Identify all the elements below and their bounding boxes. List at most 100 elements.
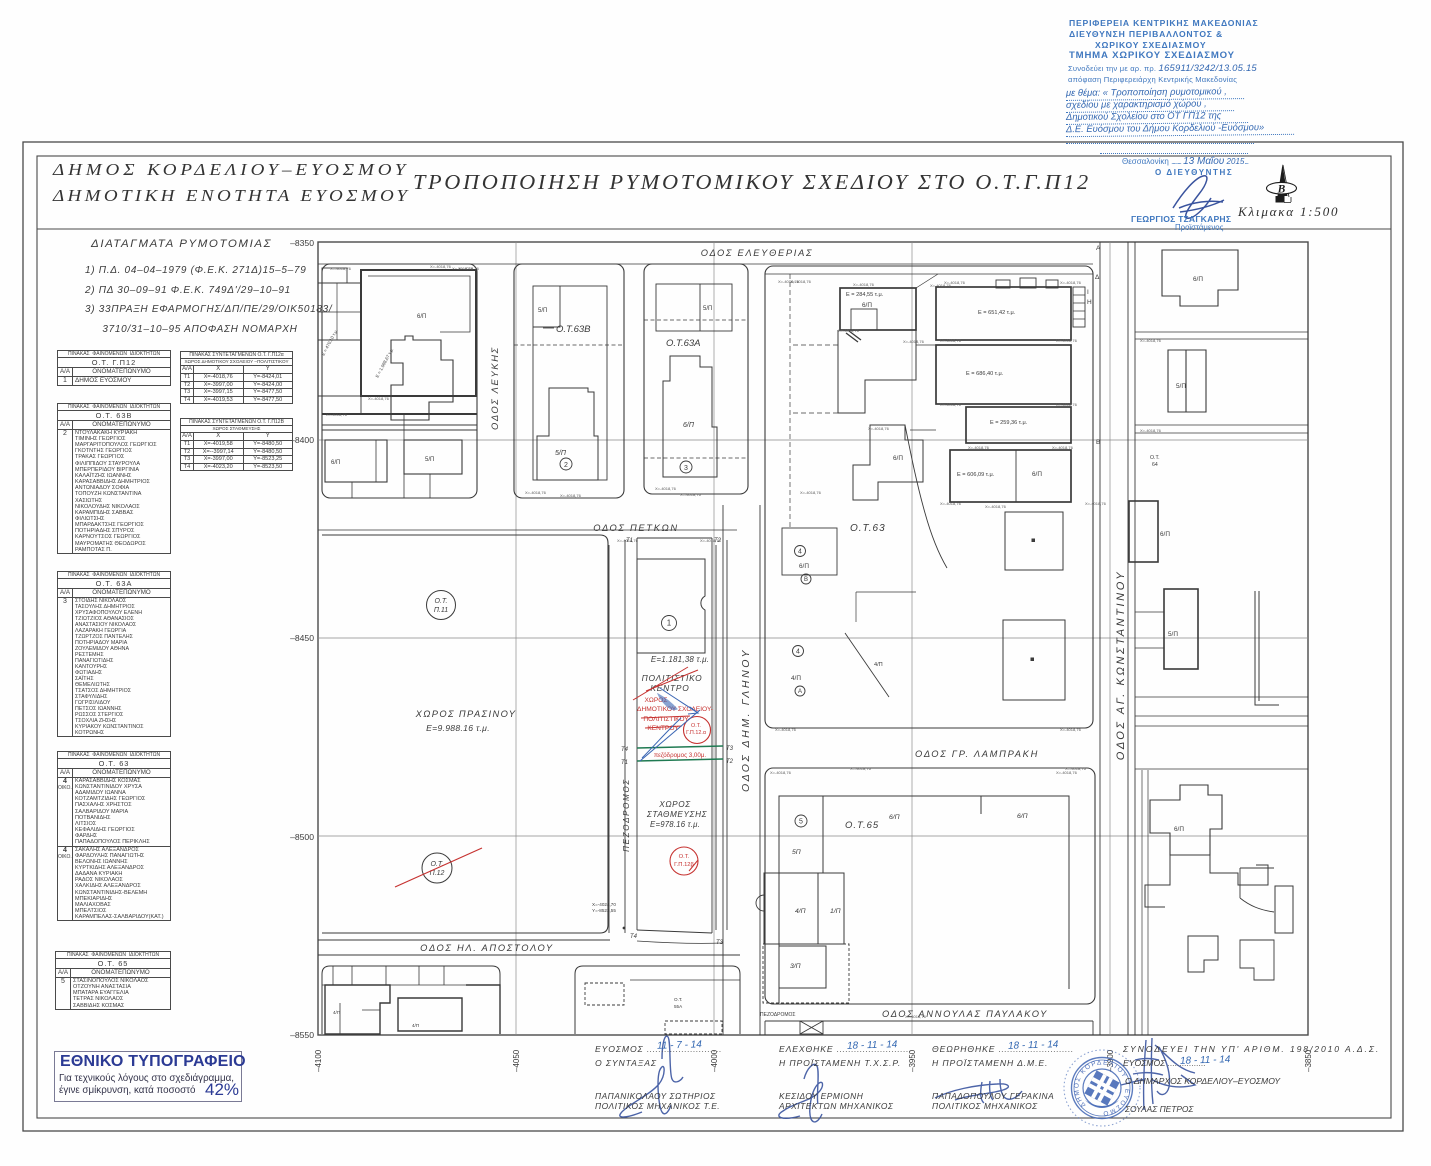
- svg-text:–8550: –8550: [290, 1030, 314, 1040]
- svg-text:Β: Β: [1277, 183, 1286, 195]
- svg-text:Χ=-4018,76: Χ=-4018,76: [700, 538, 722, 543]
- svg-text:ΟΔΟΣ ΠΕΤΚΩΝ: ΟΔΟΣ ΠΕΤΚΩΝ: [593, 523, 679, 533]
- svg-text:Χ=-4018,76: Χ=-4018,76: [368, 396, 390, 401]
- svg-text:Χ=-4018,76: Χ=-4018,76: [1140, 428, 1162, 433]
- svg-text:Χ=-4018,76: Χ=-4018,76: [940, 338, 962, 343]
- svg-text:ΟΔΟΣ ΛΕΥΚΗΣ: ΟΔΟΣ ΛΕΥΚΗΣ: [490, 346, 500, 430]
- svg-text:Χ=-4018,76: Χ=-4018,76: [850, 766, 872, 771]
- svg-text:Ο.Τ.: Ο.Τ.: [431, 861, 444, 868]
- svg-text:6/Π: 6/Π: [889, 814, 900, 821]
- svg-text:Χ=-4018,76: Χ=-4018,76: [940, 501, 962, 506]
- svg-text:–8450: –8450: [290, 633, 314, 643]
- svg-text:Τ4: Τ4: [621, 747, 629, 753]
- svg-text:Τ2: Τ2: [714, 538, 722, 544]
- svg-text:6/Π: 6/Π: [417, 314, 426, 320]
- svg-text:Α: Α: [798, 689, 802, 695]
- svg-text:Ε=1.181,38 τ.μ.: Ε=1.181,38 τ.μ.: [651, 655, 709, 664]
- svg-text:Χ=-4018,76: Χ=-4018,76: [790, 279, 812, 284]
- svg-text:Τ4: Τ4: [630, 934, 638, 940]
- svg-text:6/Π: 6/Π: [1174, 826, 1184, 833]
- svg-text:–8400: –8400: [290, 435, 314, 445]
- svg-text:Δ: Δ: [1095, 274, 1100, 281]
- svg-text:Χ=-4018,76: Χ=-4018,76: [1056, 770, 1078, 775]
- svg-text:Ε = 651,42 τ.μ.: Ε = 651,42 τ.μ.: [978, 310, 1016, 316]
- svg-text:Α: Α: [1096, 245, 1101, 252]
- svg-text:ΚΕΝΤΡΟ: ΚΕΝΤΡΟ: [650, 683, 689, 693]
- svg-text:Χ=-4018,76: Χ=-4018,76: [985, 504, 1007, 509]
- svg-text:ΟΔΟΣ ΑΓ. ΚΩΝΣΤΑΝΤΙΝΟΥ: ΟΔΟΣ ΑΓ. ΚΩΝΣΤΑΝΤΙΝΟΥ: [1115, 570, 1127, 760]
- svg-text:Χ=-4018,76: Χ=-4018,76: [452, 266, 474, 271]
- svg-text:4/Π: 4/Π: [791, 675, 801, 682]
- svg-text:1: 1: [667, 619, 672, 628]
- svg-text:5/Π: 5/Π: [1176, 383, 1186, 390]
- svg-text:Ο.Τ.63Α: Ο.Τ.63Α: [666, 338, 701, 349]
- svg-text:Χ=-4018,76: Χ=-4018,76: [1065, 766, 1087, 771]
- svg-text:–3850: –3850: [1304, 1049, 1313, 1072]
- svg-text:Χ=-4018,76: Χ=-4018,76: [770, 770, 792, 775]
- svg-text:ΠΕΖΟΔΡΟΜΟΣ: ΠΕΖΟΔΡΟΜΟΣ: [622, 778, 631, 852]
- svg-text:5/Π: 5/Π: [703, 306, 712, 312]
- svg-text:Ε=9.988.16 τ.μ.: Ε=9.988.16 τ.μ.: [426, 723, 490, 733]
- svg-text:–4100: –4100: [314, 1049, 323, 1072]
- svg-text:Β: Β: [804, 577, 808, 583]
- svg-text:Χ=-4018,76: Χ=-4018,76: [903, 339, 925, 344]
- svg-text:ΟΔΟΣ ΔΗΜ. ΓΛΗΝΟΥ: ΟΔΟΣ ΔΗΜ. ΓΛΗΝΟΥ: [740, 648, 752, 792]
- svg-text:Χ=-4018,76: Χ=-4018,76: [1060, 727, 1082, 732]
- svg-text:Ο.Τ.65: Ο.Τ.65: [845, 820, 879, 831]
- svg-text:Ε=978.16 τ.μ.: Ε=978.16 τ.μ.: [650, 820, 700, 829]
- svg-text:2: 2: [564, 462, 568, 469]
- svg-text:6/Π: 6/Π: [683, 422, 695, 429]
- svg-text:Ο.Τ.: Ο.Τ.: [674, 997, 682, 1002]
- svg-text:6/Π: 6/Π: [862, 302, 872, 309]
- svg-text:Ο.Τ.63Β: Ο.Τ.63Β: [556, 324, 591, 335]
- svg-text:Τ2: Τ2: [726, 759, 734, 765]
- svg-text:Ε = 686,40 τ.μ.: Ε = 686,40 τ.μ.: [966, 371, 1004, 377]
- svg-text:Τ1: Τ1: [621, 760, 628, 766]
- svg-text:–8350: –8350: [290, 238, 314, 248]
- svg-text:ΠΟΛΙΤΙΣΤΙΚΟΥ: ΠΟΛΙΤΙΣΤΙΚΟΥ: [643, 716, 689, 723]
- svg-text:5/Π: 5/Π: [1168, 631, 1178, 638]
- svg-text:6/Π: 6/Π: [1193, 276, 1203, 283]
- svg-text:6/Π: 6/Π: [331, 460, 340, 466]
- svg-text:4: 4: [798, 548, 802, 555]
- svg-text:Ε = 284,55 τ.μ.: Ε = 284,55 τ.μ.: [846, 292, 884, 298]
- svg-text:ΣΤΑΘΜΕΥΣΗΣ: ΣΤΑΘΜΕΥΣΗΣ: [646, 810, 708, 819]
- svg-text:Η: Η: [1087, 299, 1092, 306]
- svg-text:5/Π: 5/Π: [555, 450, 567, 457]
- svg-text:Τ3: Τ3: [716, 940, 724, 946]
- svg-text:–4000: –4000: [710, 1049, 719, 1072]
- svg-text:Ο.Τ.: Ο.Τ.: [691, 723, 701, 729]
- svg-text:Ε = 259,36 τ.μ.: Ε = 259,36 τ.μ.: [990, 420, 1028, 426]
- svg-text:Χ=-4018,76: Χ=-4018,76: [560, 493, 582, 498]
- svg-text:Γ.Π.12.α: Γ.Π.12.α: [686, 730, 706, 736]
- svg-text:Χ=-4018,76: Χ=-4018,76: [330, 266, 352, 271]
- svg-text:Χ=-4018,76: Χ=-4018,76: [778, 279, 800, 284]
- svg-text:Χ=-4018,76: Χ=-4018,76: [905, 1014, 927, 1019]
- svg-text:ΟΔΟΣ ΗΛ. ΑΠΟΣΤΟΛΟΥ: ΟΔΟΣ ΗΛ. ΑΠΟΣΤΟΛΟΥ: [420, 943, 554, 953]
- svg-text:ΧΩΡΟΣ: ΧΩΡΟΣ: [658, 800, 691, 809]
- svg-text:Χ=-4018,76: Χ=-4018,76: [430, 264, 452, 269]
- svg-text:ΧΩΡΟΣ: ΧΩΡΟΣ: [645, 697, 668, 704]
- svg-text:Κλιμακα 1:500: Κλιμακα 1:500: [1237, 204, 1339, 219]
- svg-text:–3950: –3950: [908, 1049, 917, 1072]
- svg-text:πεζόδρομος 3,00μ.: πεζόδρομος 3,00μ.: [654, 752, 707, 759]
- svg-text:4/Π: 4/Π: [412, 1023, 419, 1028]
- svg-text:Χ=-4018,76: Χ=-4018,76: [1056, 338, 1078, 343]
- svg-text:Χ=-4024,70: Χ=-4024,70: [592, 902, 616, 907]
- svg-text:Χ=-4018,76: Χ=-4018,76: [1052, 445, 1074, 450]
- svg-text:Χ=-4018,76: Χ=-4018,76: [1140, 338, 1162, 343]
- svg-text:5: 5: [799, 818, 803, 825]
- svg-text:ΟΔΟΣ ΕΛΕΥΘΕΡΙΑΣ: ΟΔΟΣ ΕΛΕΥΘΕΡΙΑΣ: [701, 248, 814, 258]
- svg-text:55Α: 55Α: [674, 1004, 683, 1009]
- svg-text:Χ=-4018,76: Χ=-4018,76: [940, 402, 962, 407]
- svg-text:ΠΕΖΟΔΡΟΜΟΣ: ΠΕΖΟΔΡΟΜΟΣ: [760, 1012, 796, 1018]
- svg-text:Χ=-4018,76: Χ=-4018,76: [930, 283, 952, 288]
- svg-text:ΟΔΟΣ ΑΝΝΟΥΛΑΣ ΠΑΥΛΑΚΟΥ: ΟΔΟΣ ΑΝΝΟΥΛΑΣ ΠΑΥΛΑΚΟΥ: [882, 1009, 1048, 1019]
- svg-text:Χ=-4018,76: Χ=-4018,76: [458, 266, 480, 271]
- svg-text:ΟΔΟΣ ΓΡ. ΛΑΜΠΡΑΚΗ: ΟΔΟΣ ΓΡ. ΛΑΜΠΡΑΚΗ: [915, 749, 1039, 759]
- svg-text:Χ=-4018,76: Χ=-4018,76: [655, 486, 677, 491]
- svg-text:4/Π: 4/Π: [874, 662, 883, 668]
- svg-text:Τ3: Τ3: [726, 746, 734, 752]
- svg-text:6/Π: 6/Π: [799, 563, 809, 570]
- svg-text:Χ=-4018,76: Χ=-4018,76: [800, 490, 822, 495]
